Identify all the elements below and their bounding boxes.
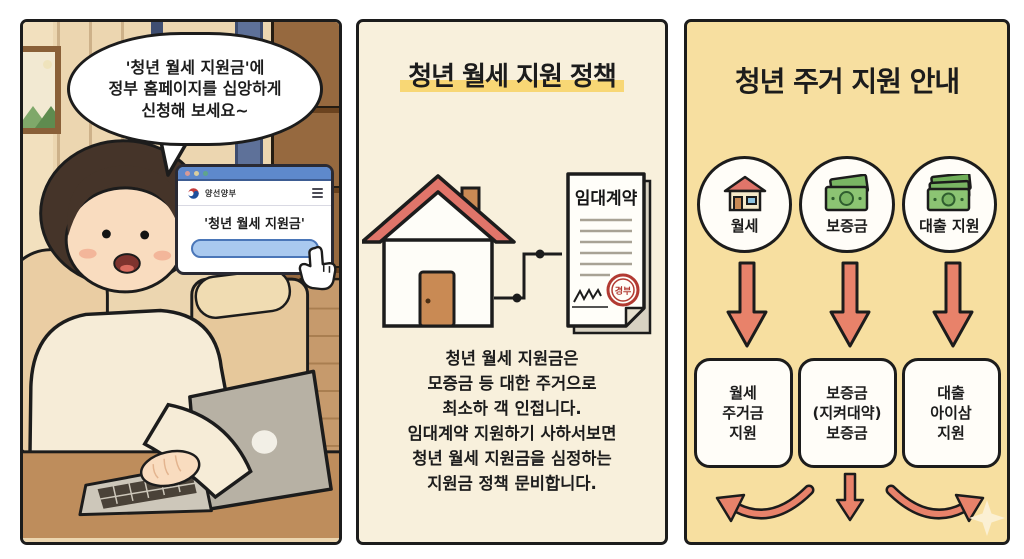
right-panel-title: 청년 주거 지원 안내 [734, 65, 960, 98]
box-loan-support: 대출 아이삼 지원 [901, 358, 1001, 468]
roof [362, 174, 516, 244]
down-arrow-small-icon [835, 472, 865, 522]
body-line: 최소하 객 인접니다. [442, 399, 582, 419]
hand-cursor-icon [298, 245, 337, 291]
down-arrow-icon [829, 261, 871, 348]
support-type-circles: 월세 보증금 대출 지원 [687, 156, 1007, 253]
sparkle-icon [969, 500, 1005, 536]
book [303, 301, 326, 359]
document-lines [580, 218, 632, 277]
body-line: 지원금 정책 문비합니다. [427, 474, 597, 494]
circle-deposit: 보증금 [799, 156, 895, 253]
browser-window: 양선양부 '청년 월세 지원금' [175, 164, 337, 291]
box-line: (지켜대약) [812, 403, 882, 422]
mountain-art [35, 106, 55, 128]
speech-line: 신청해 보세요~ [141, 100, 249, 120]
page-fold [624, 306, 646, 328]
box-deposit-support: 보증금 (지켜대약) 보증금 [797, 358, 897, 468]
signature [573, 287, 602, 303]
down-arrow-icon [932, 261, 974, 348]
door [418, 270, 456, 328]
circle-label: 월세 [730, 216, 759, 235]
banknote-icon [824, 173, 870, 211]
window-dot-green-icon [203, 170, 208, 176]
sun-art [43, 60, 52, 69]
curved-arrow-right-icon [885, 484, 985, 523]
policy-description: 청년 월세 지원금은 모증금 등 대한 주거으로 최소하 객 인접니다. 임대계… [359, 346, 665, 496]
circle-loan: 대출 지원 [901, 156, 997, 253]
box-monthly-rent-support: 월세 주거금 지원 [693, 358, 793, 468]
browser-toolbar: 양선양부 [178, 181, 331, 206]
house-icon [723, 175, 766, 211]
panel-left-scene: '청년 월세 지원금'에 정부 홈페이지를 십앙하게 신청해 보세요~ 양선양부… [20, 19, 342, 545]
speech-line: '청년 월세 지원금'에 [125, 57, 265, 77]
panel-rent-policy: 청년 월세 지원 정책 임대계약 [356, 19, 668, 545]
box-line: 대출 [937, 383, 965, 402]
body-line: 모증금 등 대한 주거으로 [427, 374, 597, 394]
circle-label: 보증금 [826, 216, 868, 235]
circle-monthly-rent: 월세 [697, 156, 793, 253]
body-line: 청년 월세 지원금은 [445, 349, 579, 368]
box-line: 보증금 [826, 383, 868, 402]
gov-logo-text: 양선양부 [205, 188, 237, 198]
gov-logo-icon [186, 186, 201, 200]
gov-stamp-icon: 경부 [606, 273, 640, 307]
body-line: 임대계약 지원하기 사하서보면 [407, 424, 617, 444]
box-line: 지원 [937, 424, 965, 443]
panel-housing-guide: 청년 주거 지원 안내 월세 보증금 [684, 19, 1010, 545]
box-line: 지원 [729, 424, 757, 443]
picture-frame [23, 46, 61, 134]
window-dot-yellow-icon [194, 170, 199, 176]
body-line: 청년 월세 지원금을 심정하는 [412, 449, 612, 469]
connector-line [494, 249, 562, 303]
box-line: 보증금 [826, 424, 868, 443]
speech-bubble: '청년 월세 지원금'에 정부 홈페이지를 십앙하게 신청해 보세요~ [67, 32, 323, 146]
menu-icon [312, 188, 323, 198]
window-dot-red-icon [185, 170, 190, 176]
down-arrow-icon [726, 261, 768, 348]
lease-document: 임대계약 경부 [566, 172, 652, 335]
circle-label: 대출 지원 [919, 216, 980, 235]
box-line: 주거금 [722, 403, 764, 422]
support-boxes: 월세 주거금 지원 보증금 (지켜대약) 보증금 대출 아이삼 지원 [687, 358, 1007, 468]
house-and-lease-illustration: 임대계약 경부 [362, 172, 652, 335]
banknotes-icon [927, 173, 973, 211]
stamp-text: 경부 [615, 285, 632, 297]
door-knob [425, 298, 431, 304]
search-query-label: '청년 월세 지원금' [204, 217, 305, 232]
box-line: 월세 [729, 383, 757, 402]
highlighted-title-text: 청년 월세 지원 정책 [400, 62, 624, 92]
speech-line: 정부 홈페이지를 십앙하게 [108, 79, 282, 99]
document-title: 임대계약 [575, 188, 638, 209]
box-line: 아이삼 [930, 403, 972, 422]
browser-titlebar [178, 167, 331, 181]
house-icon [362, 174, 516, 328]
curved-arrow-left-icon [715, 484, 815, 523]
middle-panel-title: 청년 월세 지원 정책 [359, 56, 665, 93]
